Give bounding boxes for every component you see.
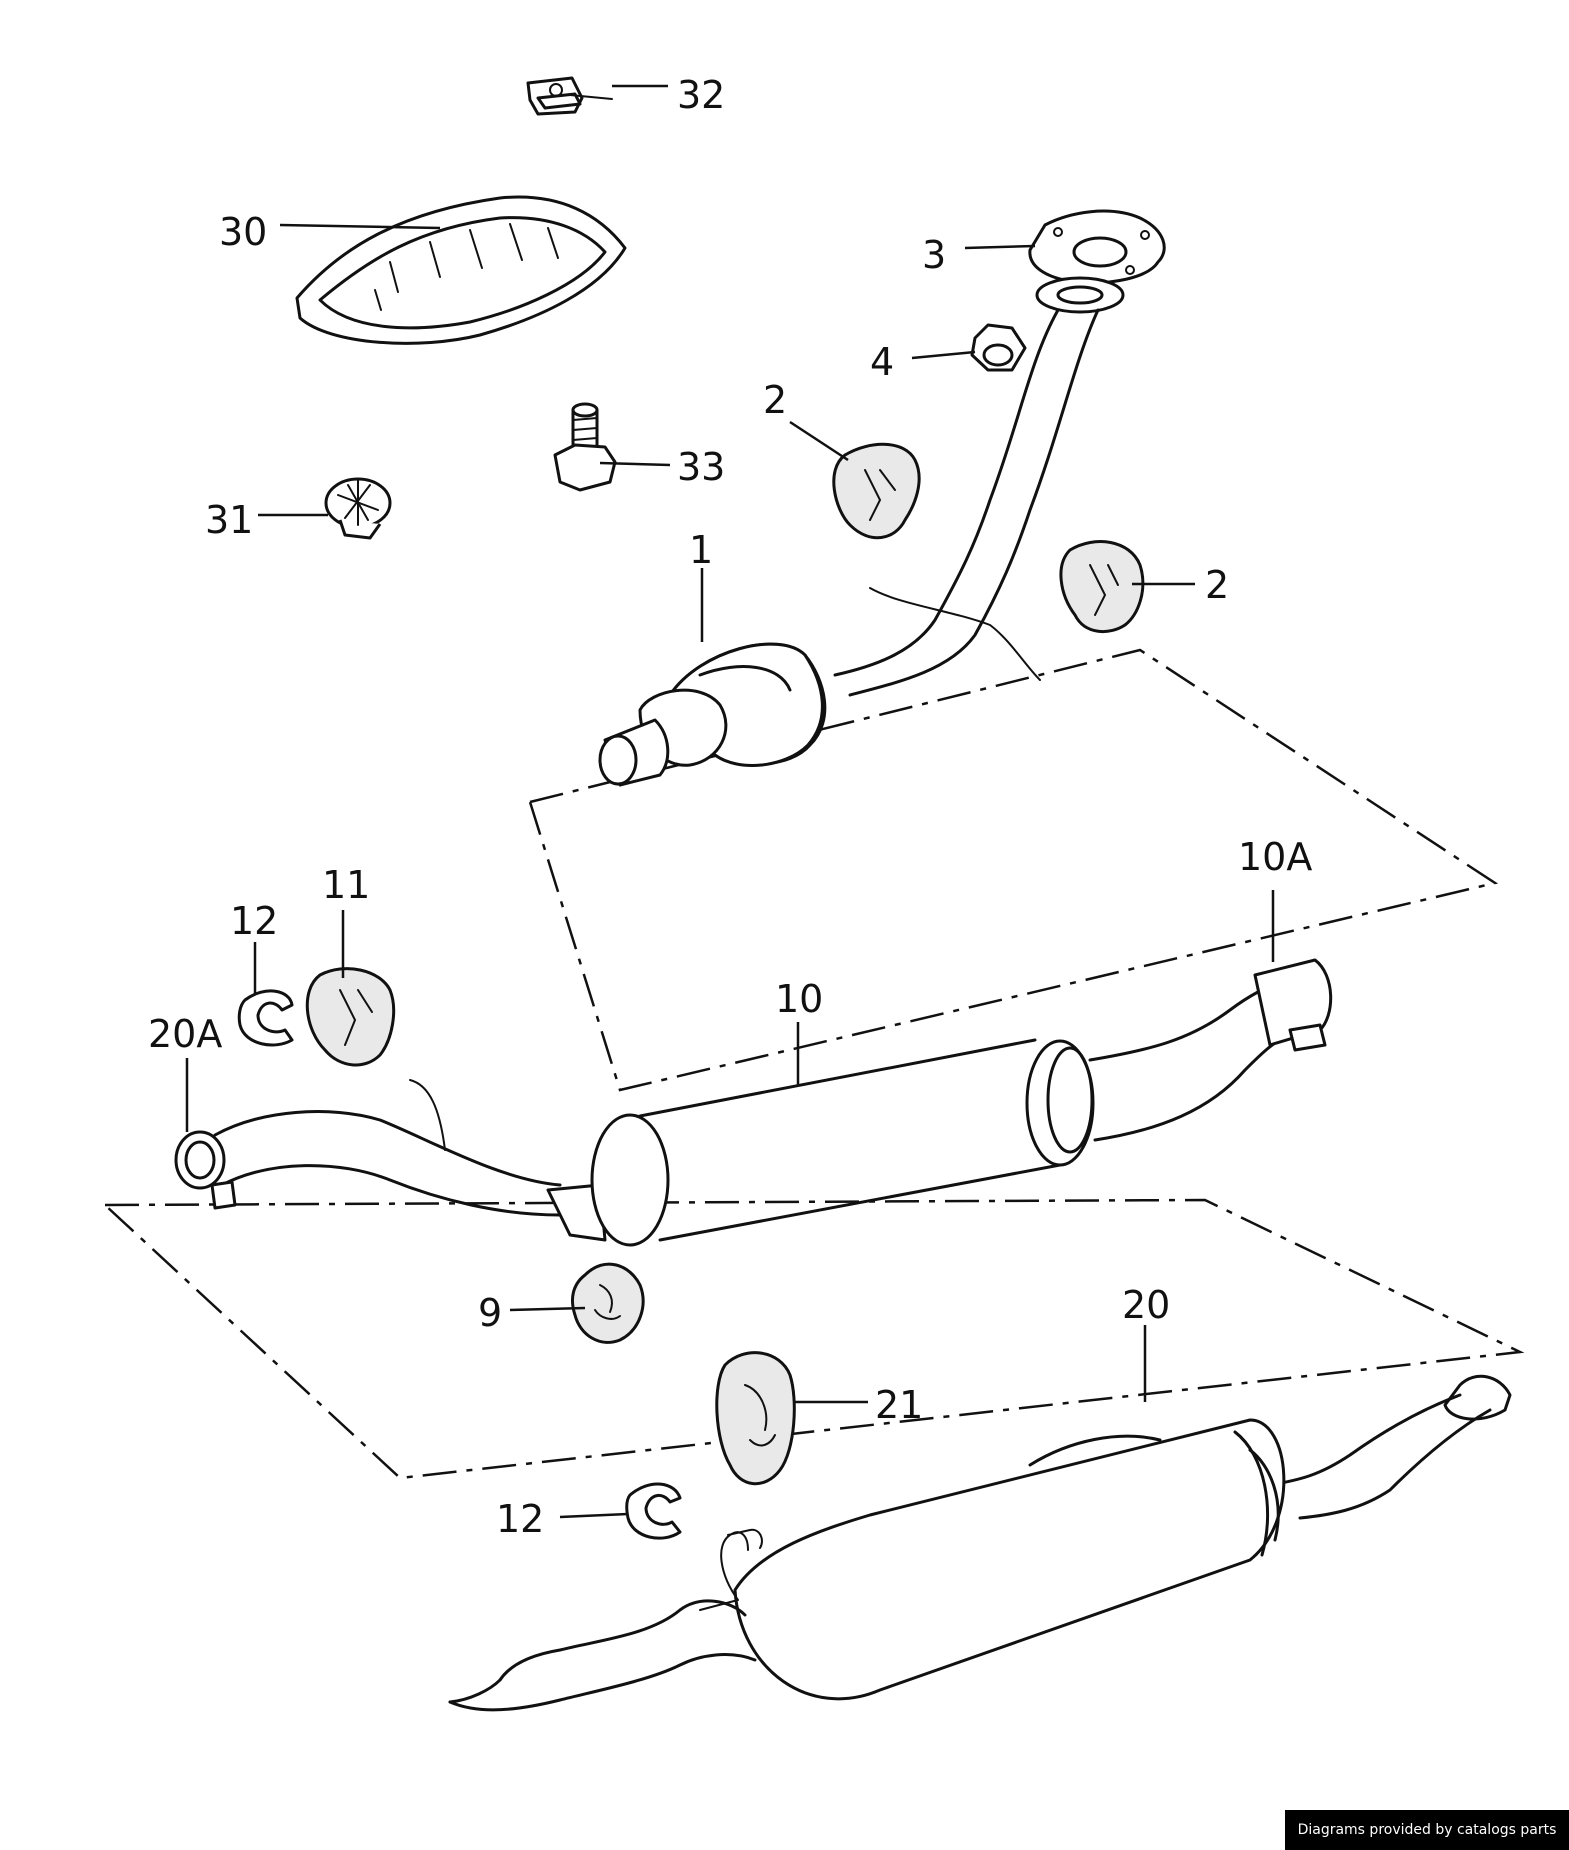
callout-20A: 20A <box>148 1012 222 1056</box>
callout-2b: 2 <box>1205 563 1229 607</box>
leader-2a <box>789 420 849 462</box>
flange-nut-31 <box>324 477 392 540</box>
leader-9 <box>509 1306 586 1312</box>
bolt-33 <box>553 402 617 492</box>
leader-3 <box>964 244 1036 250</box>
callout-20: 20 <box>1122 1283 1170 1327</box>
front-pipe-catalytic-converter-1 <box>598 276 1125 787</box>
callout-2a: 2 <box>763 378 787 422</box>
callout-33: 33 <box>677 445 725 489</box>
rubber-mount-21 <box>715 1351 796 1486</box>
callout-30: 30 <box>219 210 267 254</box>
nut-4 <box>970 323 1027 372</box>
callout-31: 31 <box>205 498 253 542</box>
frame-middle-section <box>101 1198 1525 1480</box>
rear-muffler-20 <box>448 1374 1512 1712</box>
leader-4 <box>911 350 976 360</box>
callout-4: 4 <box>870 340 894 384</box>
rubber-mount-9 <box>571 1262 645 1344</box>
frame-front-section <box>528 648 1499 1092</box>
leader-12b <box>559 1512 629 1519</box>
callout-32: 32 <box>677 73 725 117</box>
clamp-clip-12-lower <box>625 1482 682 1540</box>
credit-banner: Diagrams provided by catalogs parts <box>1285 1810 1569 1850</box>
callout-10A: 10A <box>1238 835 1312 879</box>
rubber-hanger-2-right <box>1059 540 1145 634</box>
callout-12a: 12 <box>230 899 278 943</box>
callout-11: 11 <box>322 863 370 907</box>
callout-3: 3 <box>922 233 946 277</box>
callout-21: 21 <box>875 1383 923 1427</box>
callout-9: 9 <box>478 1291 502 1335</box>
clip-nut-32 <box>526 76 613 116</box>
callout-10: 10 <box>775 977 823 1021</box>
rubber-hanger-2-upper <box>832 442 921 540</box>
gasket-3 <box>1028 209 1166 285</box>
callout-1: 1 <box>689 528 713 572</box>
clamp-clip-12-upper <box>237 989 294 1047</box>
callout-12b: 12 <box>496 1497 544 1541</box>
leader-33 <box>599 461 671 467</box>
heat-shield-30 <box>295 195 627 345</box>
rubber-hanger-11 <box>305 967 396 1067</box>
leader-30 <box>279 223 441 230</box>
intermediate-pipe-center-muffler-10 <box>174 958 1333 1247</box>
